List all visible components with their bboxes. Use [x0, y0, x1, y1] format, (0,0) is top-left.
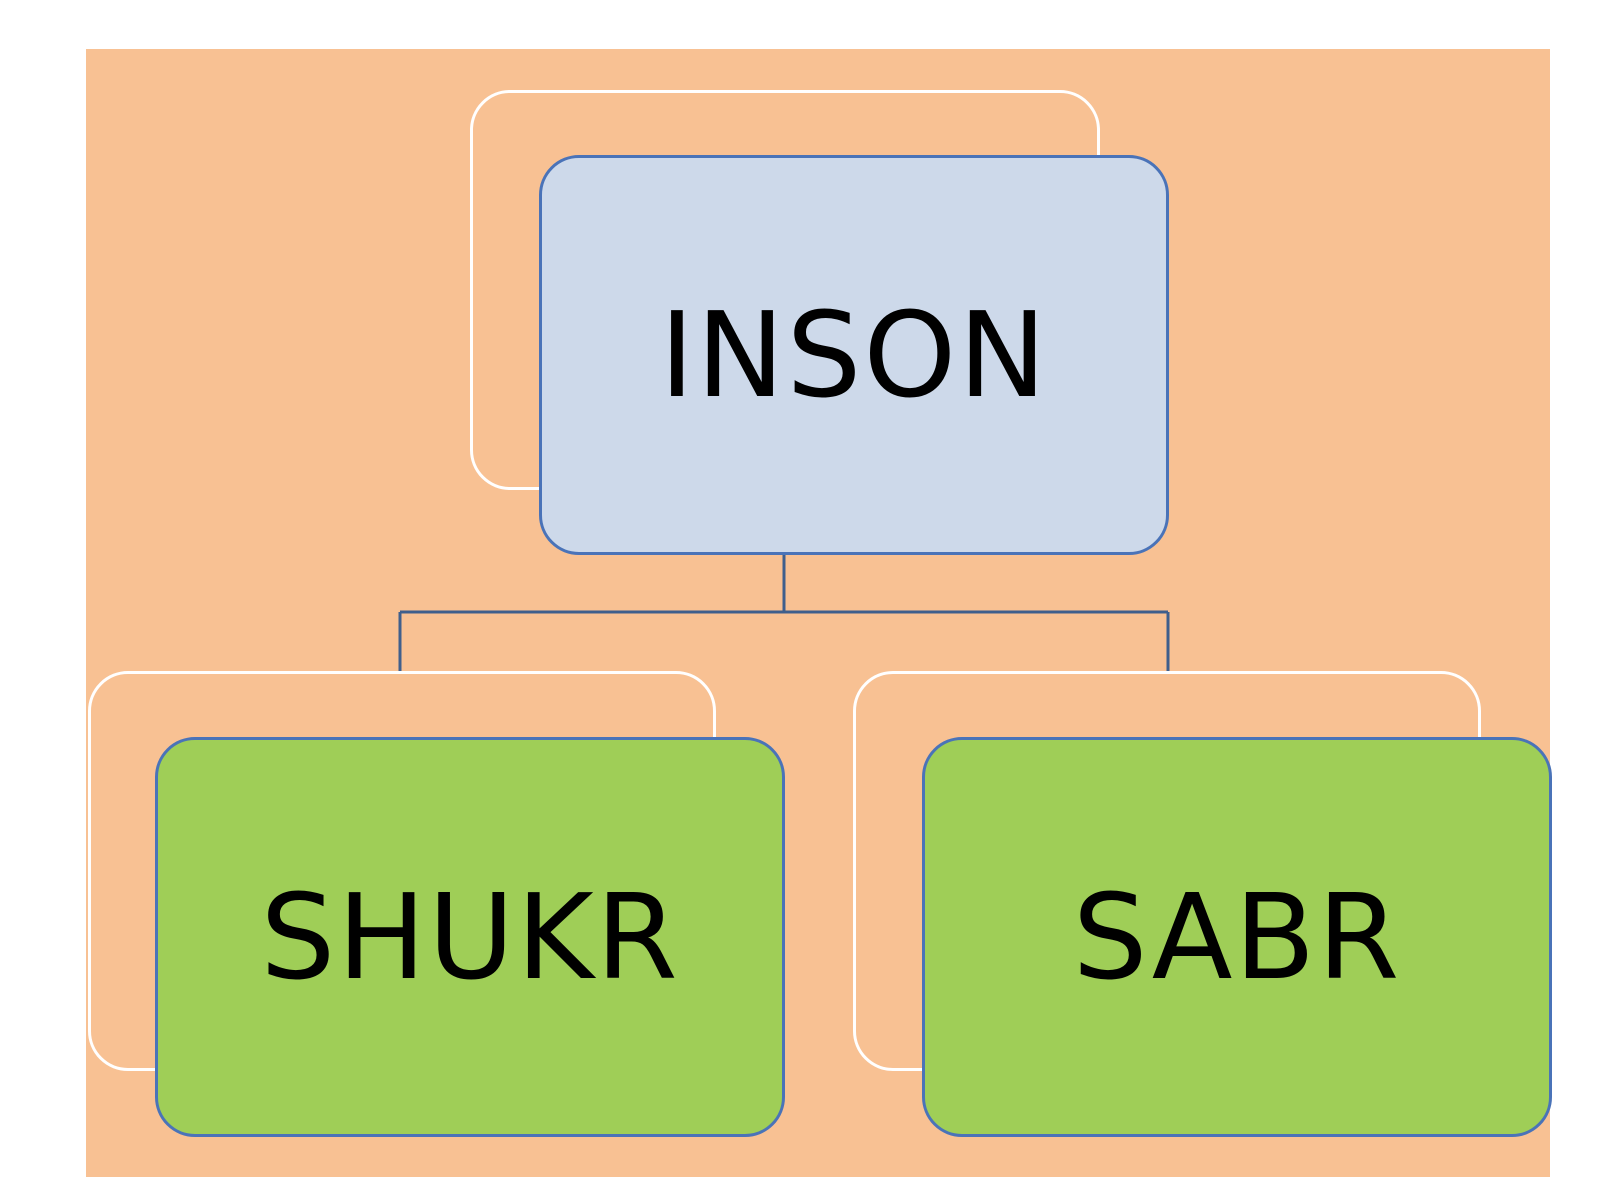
child-node-shukr-label: SHUKR [260, 868, 680, 1006]
child-node-shukr: SHUKR [155, 737, 785, 1137]
child-node-sabr-label: SABR [1072, 868, 1402, 1006]
child-node-sabr: SABR [922, 737, 1552, 1137]
root-node: INSON [539, 155, 1169, 555]
root-node-label: INSON [659, 286, 1049, 424]
